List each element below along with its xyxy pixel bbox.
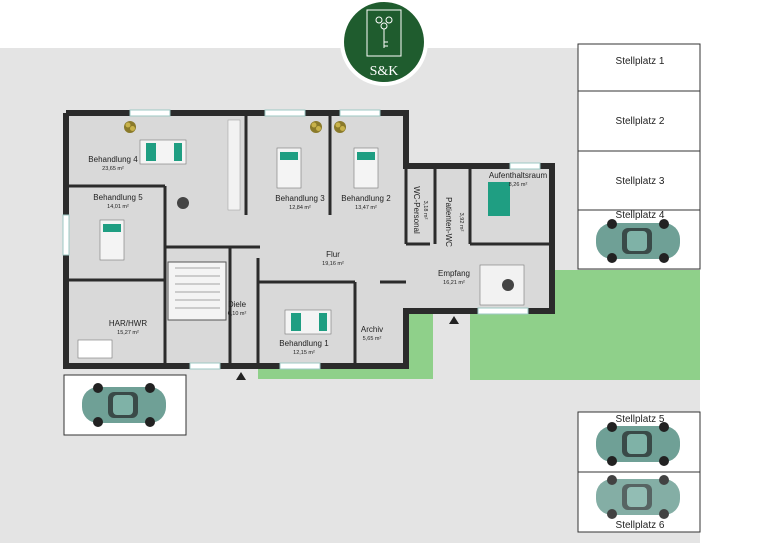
staircase (167, 261, 227, 321)
room-area: 19,16 m² (322, 261, 344, 267)
shelf (227, 119, 241, 211)
plant-icon (334, 121, 346, 133)
windows (62, 109, 541, 370)
interior-walls (66, 113, 552, 366)
entrance-arrow-icon (236, 372, 246, 380)
plant-icon (124, 121, 136, 133)
parking-label-1: Stellplatz 1 (616, 56, 665, 67)
room-area: 5,65 m² (363, 336, 382, 342)
room-name: Empfang (438, 269, 470, 278)
chair (177, 197, 189, 209)
plant-icon (310, 121, 322, 133)
car-icon (596, 219, 680, 263)
room-name: Behandlung 2 (341, 194, 391, 203)
stair-steps-icon (175, 267, 220, 309)
room-name: Flur (326, 250, 340, 259)
treatment-bed (276, 147, 302, 189)
sink (77, 339, 113, 359)
staff-table (488, 182, 510, 216)
parking-label-3: Stellplatz 3 (616, 176, 665, 187)
room-area: 15,27 m² (117, 330, 139, 336)
treatment-bed (99, 219, 125, 261)
car-icon (82, 383, 166, 427)
parking-label-4: Stellplatz 4 (616, 210, 665, 221)
room-name: Archiv (361, 325, 383, 334)
parking-label-2: Stellplatz 2 (616, 116, 665, 127)
chair (502, 279, 514, 291)
room-area: 6,10 m² (228, 311, 247, 317)
logo-text: S&K (370, 64, 399, 79)
room-name: Diele (228, 300, 247, 309)
room-labels: Behandlung 4 23,65 m² Behandlung 3 12,84… (88, 155, 547, 356)
key-icon (375, 16, 393, 48)
room-area: 23,65 m² (102, 166, 124, 172)
logo-badge: S&K (340, 0, 428, 86)
treatment-bed (353, 147, 379, 189)
parking-label-5: Stellplatz 5 (616, 414, 665, 425)
car-icon (596, 422, 680, 466)
room-name: WC-Personal (412, 186, 421, 234)
room-name: Behandlung 5 (93, 193, 143, 202)
room-name: Patienten-WC (444, 197, 453, 247)
car-icon (596, 475, 680, 519)
room-area: 14,01 m² (107, 204, 129, 210)
entrance-arrow-icon (449, 316, 459, 324)
room-area: 8,26 m² (509, 182, 528, 188)
room-area: 16,21 m² (443, 280, 465, 286)
room-area: 13,47 m² (355, 205, 377, 211)
room-area: 12,84 m² (289, 205, 311, 211)
room-name: Behandlung 3 (275, 194, 325, 203)
parking-label-6: Stellplatz 6 (616, 520, 665, 531)
room-name: Behandlung 1 (279, 339, 329, 348)
room-area: 12,15 m² (293, 350, 315, 356)
treatment-bed (284, 309, 332, 335)
exterior-walls (63, 110, 555, 369)
room-name: HAR/HWR (109, 319, 147, 328)
room-name: Aufenthaltsraum (489, 171, 548, 180)
room-area: 3,92 m² (458, 213, 464, 232)
room-name: Behandlung 4 (88, 155, 138, 164)
room-area: 3,18 m² (422, 201, 428, 220)
treatment-bed (139, 139, 187, 165)
